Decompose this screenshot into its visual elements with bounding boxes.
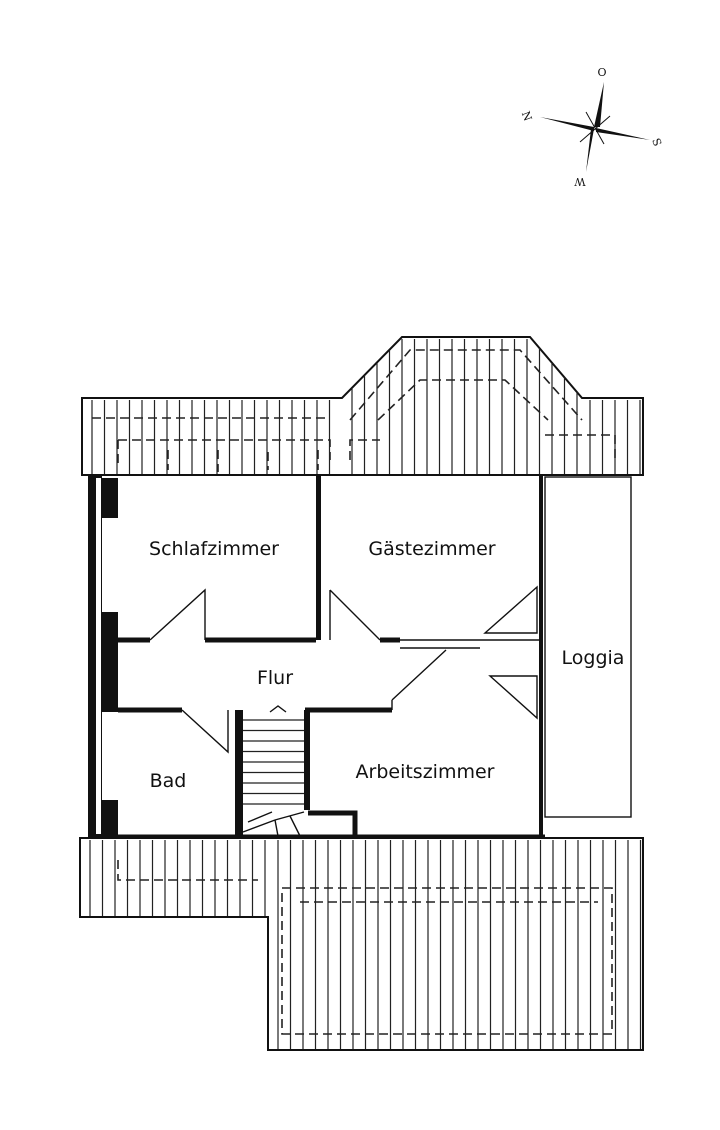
stair-arrow xyxy=(269,705,287,713)
walls xyxy=(88,475,632,838)
room-label-bath: Bad xyxy=(150,770,187,792)
door-bedroom xyxy=(149,588,206,641)
room-label-office: Arbeitszimmer xyxy=(356,761,495,783)
door-office xyxy=(391,649,447,710)
dormer-hidden-lines xyxy=(349,349,616,460)
compass-needle-north xyxy=(540,117,594,131)
upper-roof xyxy=(81,336,644,476)
compass-needle-south xyxy=(596,128,650,140)
compass-label-south: S xyxy=(649,136,664,148)
stair-wall-left xyxy=(235,710,243,838)
lower-roof-hidden-lines xyxy=(117,860,613,1035)
staircase xyxy=(242,705,305,837)
compass-needle-east xyxy=(594,82,604,127)
compass-rose: O N S W xyxy=(519,66,664,188)
compass-needle-west xyxy=(586,129,594,172)
door-bath xyxy=(181,709,229,754)
stair-wall-landing xyxy=(308,810,358,836)
wall-bedroom-guestroom xyxy=(316,475,321,640)
lower-roof-tiles xyxy=(89,840,642,1049)
loggia-outline xyxy=(544,476,632,818)
window-strip xyxy=(96,478,101,834)
wall-loggia xyxy=(539,475,543,835)
door-guestroom xyxy=(329,589,381,641)
wall-pier xyxy=(102,800,118,837)
room-label-guestroom: Gästezimmer xyxy=(368,538,495,560)
wall-pier xyxy=(102,478,118,518)
lower-roof xyxy=(79,837,644,1051)
stair-wall-right xyxy=(304,710,310,810)
compass-diagonal xyxy=(579,115,611,143)
stair-steps xyxy=(243,719,304,805)
room-label-bedroom: Schlafzimmer xyxy=(149,538,279,560)
wall-pier xyxy=(102,612,118,712)
room-label-loggia: Loggia xyxy=(562,647,625,669)
wall-hall-north-thin xyxy=(400,639,540,649)
stair-winders xyxy=(242,811,305,837)
upper-roof-hidden-lines xyxy=(92,417,331,472)
compass-diagonal xyxy=(585,111,605,145)
compass-label-east: O xyxy=(597,66,606,79)
compass-label-west: W xyxy=(574,175,586,188)
compass-label-north: N xyxy=(519,109,535,123)
door-loggia-upper xyxy=(483,585,538,634)
lower-roof-outline xyxy=(79,837,644,1051)
doors xyxy=(149,585,538,754)
door-loggia-lower xyxy=(488,675,538,720)
room-label-hall: Flur xyxy=(257,667,293,689)
